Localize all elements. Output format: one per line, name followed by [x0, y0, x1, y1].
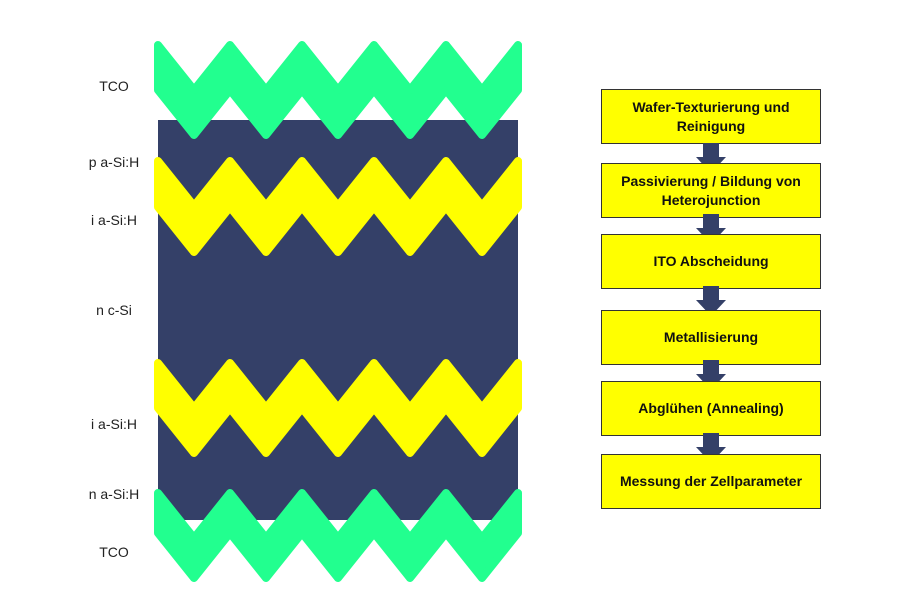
process-step-passivation: Passivierung / Bildung von Heterojunctio…	[601, 163, 821, 218]
layer-i-a-si-bottom	[154, 359, 522, 457]
layer-tco-bottom	[154, 489, 522, 582]
process-step-texturing: Wafer-Texturierung und Reinigung	[601, 89, 821, 144]
down-arrow-icon	[696, 433, 726, 463]
label-n-c-si: n c-Si	[96, 302, 132, 318]
label-i-a-si-bottom: i a-Si:H	[91, 416, 137, 432]
process-step-measurement: Messung der Zellparameter	[601, 454, 821, 509]
down-arrow-icon	[696, 360, 726, 390]
label-tco-top: TCO	[99, 78, 129, 94]
label-i-a-si-top: i a-Si:H	[91, 212, 137, 228]
layer-i-a-si-top	[154, 157, 522, 256]
process-step-metallization: Metallisierung	[601, 310, 821, 365]
label-tco-bottom: TCO	[99, 544, 129, 560]
down-arrow-icon	[696, 286, 726, 316]
layer-tco-top	[154, 41, 522, 139]
label-p-a-si: p a-Si:H	[88, 154, 140, 170]
process-step-annealing: Abglühen (Annealing)	[601, 381, 821, 436]
label-n-a-si: n a-Si:H	[88, 486, 140, 502]
process-step-ito-deposition: ITO Abscheidung	[601, 234, 821, 289]
down-arrow-icon	[696, 214, 726, 244]
down-arrow-icon	[696, 143, 726, 173]
